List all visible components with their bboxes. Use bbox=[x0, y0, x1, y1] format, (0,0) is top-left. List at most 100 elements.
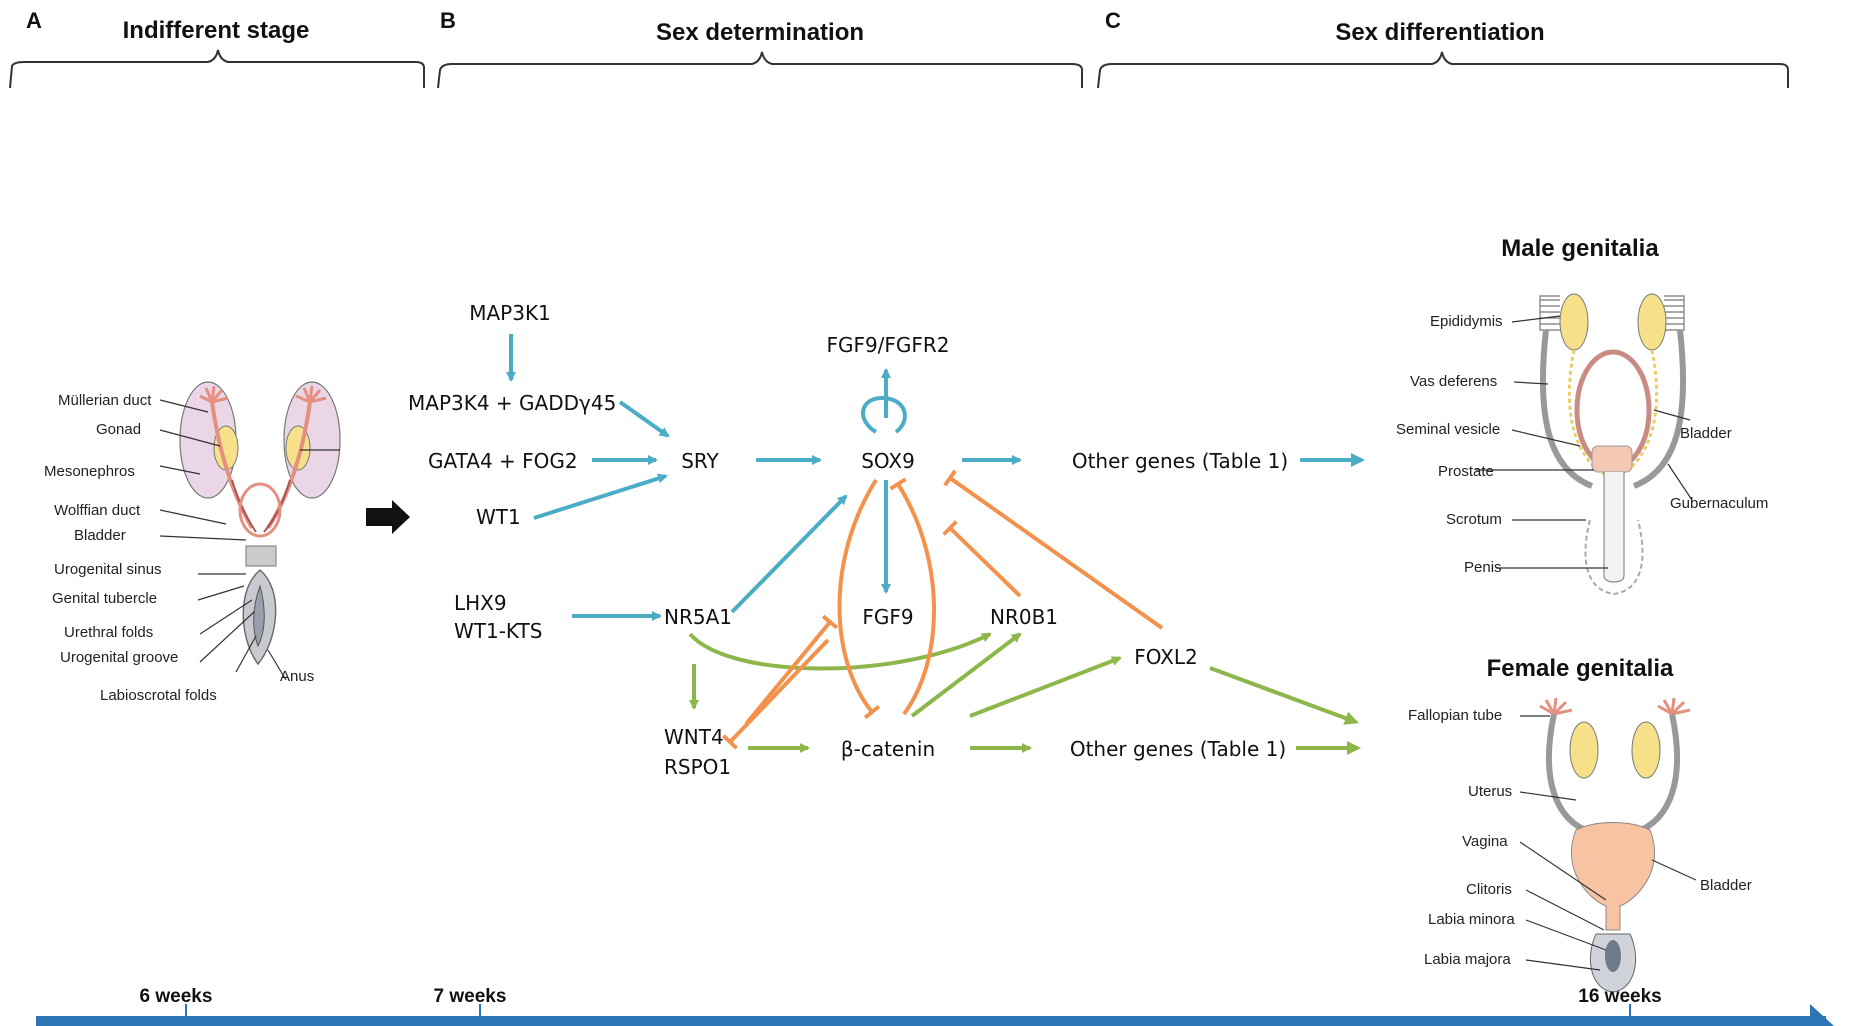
label-genital-tubercle: Genital tubercle bbox=[52, 590, 157, 607]
gene-map3k1: MAP3K1 bbox=[469, 301, 551, 325]
sinus-shape bbox=[245, 545, 277, 567]
label-mesonephros: Mesonephros bbox=[44, 463, 135, 480]
label-seminal-vesicle: Seminal vesicle bbox=[1396, 421, 1500, 438]
gene-nr0b1: NR0B1 bbox=[990, 605, 1058, 629]
right-testis bbox=[1637, 293, 1667, 351]
gene-map3k4-gadd45: MAP3K4 + GADDγ45 bbox=[408, 391, 616, 415]
gene-fgf9: FGF9 bbox=[862, 605, 913, 629]
panel-letter-b: B bbox=[440, 8, 456, 33]
gene-rspo1: RSPO1 bbox=[664, 755, 731, 779]
gene-lhx9: LHX9 bbox=[454, 591, 507, 615]
right-testis-tubules bbox=[1664, 295, 1685, 331]
gene-wt1-kts: WT1-KTS bbox=[454, 619, 542, 643]
label-vas-deferens: Vas deferens bbox=[1410, 373, 1497, 390]
vas-deferens-shape bbox=[1539, 329, 1687, 489]
label-wolffian-duct: Wolffian duct bbox=[54, 502, 141, 519]
label-fallopian-tube: Fallopian tube bbox=[1408, 707, 1502, 724]
progression-arrow-icon bbox=[366, 500, 410, 534]
arrow-bcatenin-foxl2 bbox=[969, 656, 1122, 718]
label-urethral-folds: Urethral folds bbox=[64, 624, 153, 641]
label-penis: Penis bbox=[1464, 559, 1502, 576]
timeline-7-weeks: 7 weeks bbox=[434, 986, 507, 1007]
timeline-6-weeks: 6 weeks bbox=[140, 986, 213, 1007]
gene-other-male: Other genes (Table 1) bbox=[1072, 449, 1288, 473]
female-genitalia-title: Female genitalia bbox=[1487, 655, 1674, 682]
gene-sry: SRY bbox=[681, 449, 719, 473]
label-labia-minora: Labia minora bbox=[1428, 911, 1515, 928]
label-anus: Anus bbox=[280, 668, 314, 685]
label-urogenital-sinus: Urogenital sinus bbox=[54, 561, 162, 578]
scrotum-shape bbox=[1584, 519, 1644, 596]
inhibit-bcatenin-sox9 bbox=[889, 477, 936, 716]
arrow-bcatenin-nr0b1 bbox=[910, 632, 1022, 718]
label-gubernaculum: Gubernaculum bbox=[1670, 495, 1768, 512]
male-genitalia-illustration: Male genitalia Epididymis Vas deferens S… bbox=[1396, 235, 1768, 596]
panel-letter-c: C bbox=[1105, 8, 1121, 33]
gene-gata4-fog2: GATA4 + FOG2 bbox=[428, 449, 578, 473]
right-fimbria bbox=[295, 385, 327, 404]
timeline-16-weeks: 16 weeks bbox=[1578, 986, 1661, 1007]
left-testis bbox=[1559, 293, 1589, 351]
label-urogenital-groove: Urogenital groove bbox=[60, 649, 178, 666]
gene-wnt4: WNT4 bbox=[664, 725, 724, 749]
arrow-wt1-sry bbox=[533, 473, 668, 520]
label-bladder: Bladder bbox=[74, 527, 126, 544]
gene-fgf9-fgfr2: FGF9/FGFR2 bbox=[826, 333, 949, 357]
gene-other-female: Other genes (Table 1) bbox=[1070, 737, 1286, 761]
label-uterus: Uterus bbox=[1468, 783, 1512, 800]
penis-shape bbox=[1603, 472, 1625, 583]
bladder-shape bbox=[238, 482, 282, 538]
inhibit-fgf9-wnt4 bbox=[722, 638, 830, 750]
left-fimbria bbox=[199, 385, 229, 404]
left-fimbriae bbox=[1539, 697, 1573, 716]
prostate-shape bbox=[1591, 445, 1633, 473]
loop-sox9-fgfr2 bbox=[861, 395, 907, 434]
timeline-arrow-icon bbox=[1810, 1004, 1834, 1026]
female-genitalia-illustration: Female genitalia Fallopian tube Uterus V… bbox=[1408, 655, 1752, 993]
label-gonad: Gonad bbox=[96, 421, 141, 438]
left-ovary bbox=[1569, 721, 1599, 779]
label-epididymis: Epididymis bbox=[1430, 313, 1503, 330]
label-mullerian-duct: Müllerian duct bbox=[58, 392, 152, 409]
gene-network-arrows bbox=[506, 334, 1365, 755]
gene-sox9: SOX9 bbox=[861, 449, 915, 473]
gene-nr5a1: NR5A1 bbox=[664, 605, 732, 629]
label-prostate: Prostate bbox=[1438, 463, 1494, 480]
gene-wt1: WT1 bbox=[476, 505, 521, 529]
label-male-bladder: Bladder bbox=[1680, 425, 1732, 442]
arrow-foxl2-female bbox=[1209, 666, 1359, 725]
arrow-map3k4-sry bbox=[618, 400, 670, 438]
gene-labels: MAP3K1 MAP3K4 + GADDγ45 GATA4 + FOG2 WT1… bbox=[408, 301, 1288, 779]
label-female-bladder: Bladder bbox=[1700, 877, 1752, 894]
panel-header-b: B Sex determination bbox=[437, 8, 1083, 89]
label-labia-majora: Labia majora bbox=[1424, 951, 1511, 968]
right-ovary bbox=[1631, 721, 1661, 779]
panel-title-c: Sex differentiation bbox=[1335, 19, 1544, 46]
panel-header-a: A Indifferent stage bbox=[9, 8, 425, 89]
label-scrotum: Scrotum bbox=[1446, 511, 1502, 528]
label-clitoris: Clitoris bbox=[1466, 881, 1512, 898]
arrow-nr5a1-sox9 bbox=[730, 494, 848, 614]
bracket-b bbox=[437, 51, 1083, 89]
wolffian-ducts bbox=[231, 479, 291, 533]
inhibit-sox9-bcatenin bbox=[837, 478, 881, 720]
label-vagina: Vagina bbox=[1462, 833, 1508, 850]
inhibit-wnt4-fgf9-a bbox=[744, 614, 839, 726]
uterus-shape bbox=[1570, 822, 1656, 931]
gene-beta-catenin: β-catenin bbox=[841, 737, 935, 761]
timeline-bar bbox=[36, 1016, 1826, 1026]
panel-header-c: C Sex differentiation bbox=[1097, 8, 1789, 89]
gubernaculum-dashed bbox=[1567, 349, 1659, 476]
panel-title-a: Indifferent stage bbox=[123, 17, 310, 44]
left-testis-tubules bbox=[1539, 295, 1560, 331]
panel-title-b: Sex determination bbox=[656, 19, 864, 46]
label-labioscrotal-folds: Labioscrotal folds bbox=[100, 687, 217, 704]
panel-letter-a: A bbox=[26, 8, 42, 33]
vaginal-opening-shape bbox=[1605, 940, 1621, 972]
inhibit-foxl2-sox9 bbox=[943, 469, 1164, 630]
gene-foxl2: FOXL2 bbox=[1134, 645, 1198, 669]
bracket-a bbox=[9, 49, 425, 89]
right-fimbriae bbox=[1657, 697, 1691, 716]
urethral-groove-shape bbox=[253, 584, 265, 648]
